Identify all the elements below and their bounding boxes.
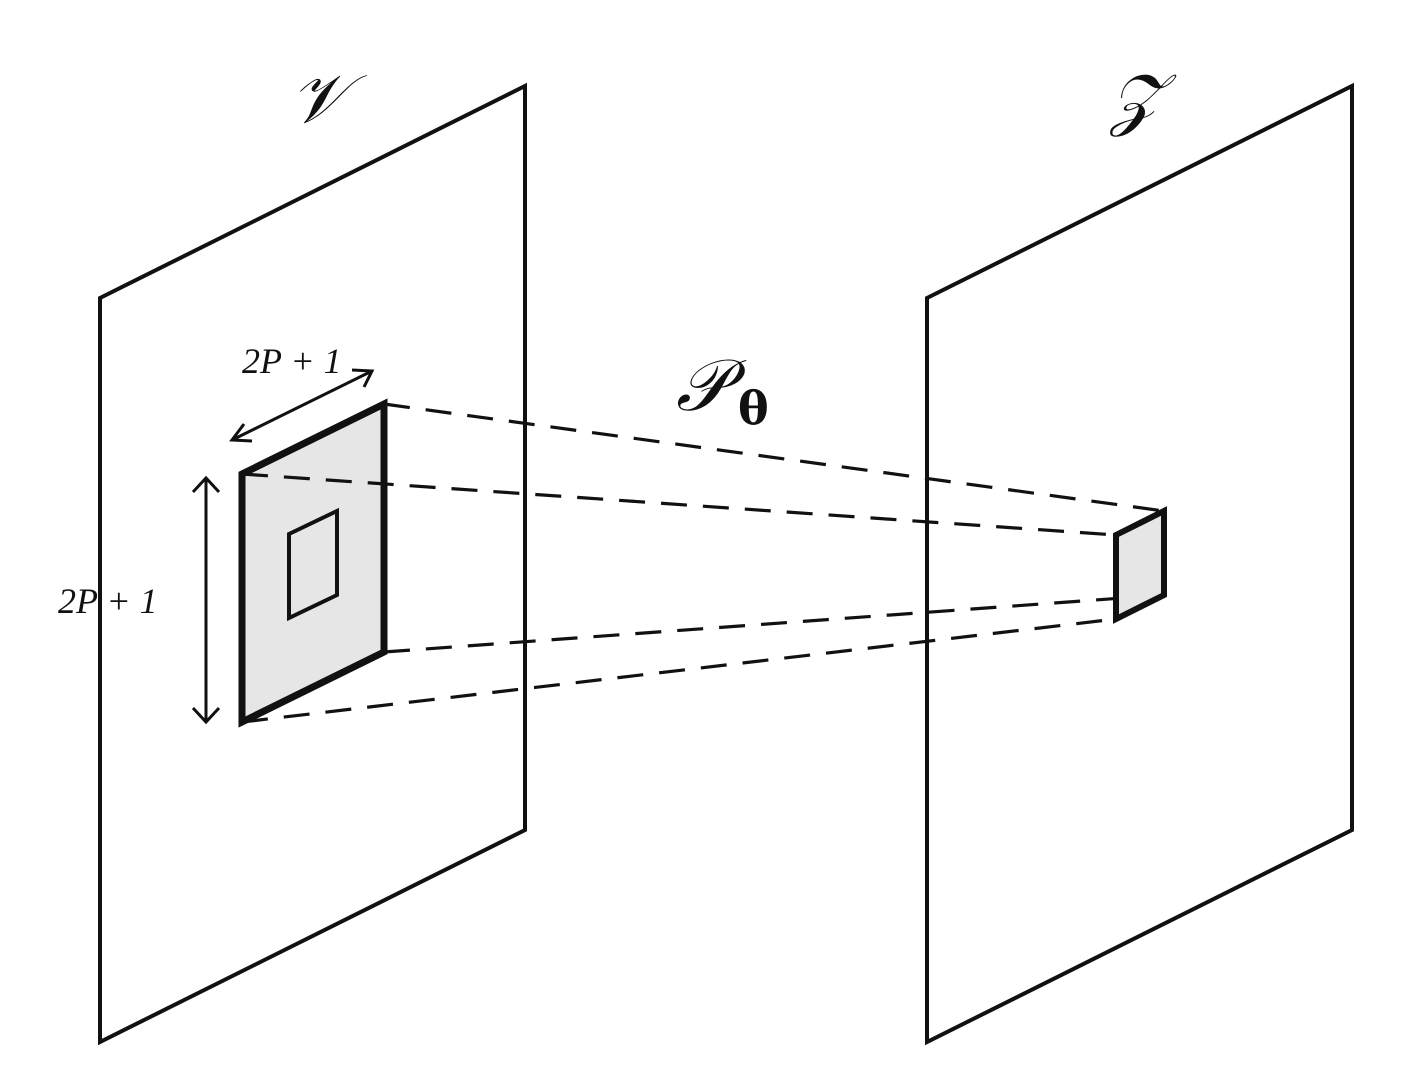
input-patch bbox=[238, 398, 388, 728]
projection-line-top-front bbox=[241, 472, 1117, 537]
left-plane bbox=[98, 82, 527, 1046]
center-pixel-square bbox=[287, 507, 339, 622]
width-dimension-arrow bbox=[229, 368, 375, 443]
patch-height-label: 2P + 1 bbox=[58, 581, 158, 621]
output-patch bbox=[1113, 506, 1167, 624]
projection-line-bottom-back bbox=[383, 593, 1165, 654]
left-plane-label: 𝒱 bbox=[290, 60, 367, 139]
projection-line-top-back bbox=[383, 402, 1165, 513]
height-dimension-arrow bbox=[191, 475, 221, 725]
mapping-subscript: θ bbox=[738, 381, 769, 435]
projection-line-bottom-front bbox=[241, 617, 1117, 724]
right-plane-label: 𝒵 bbox=[1108, 60, 1177, 139]
patch-width-label: 2P + 1 bbox=[242, 341, 342, 381]
mapping-label: 𝒫 bbox=[676, 343, 747, 427]
right-plane bbox=[925, 82, 1354, 1046]
